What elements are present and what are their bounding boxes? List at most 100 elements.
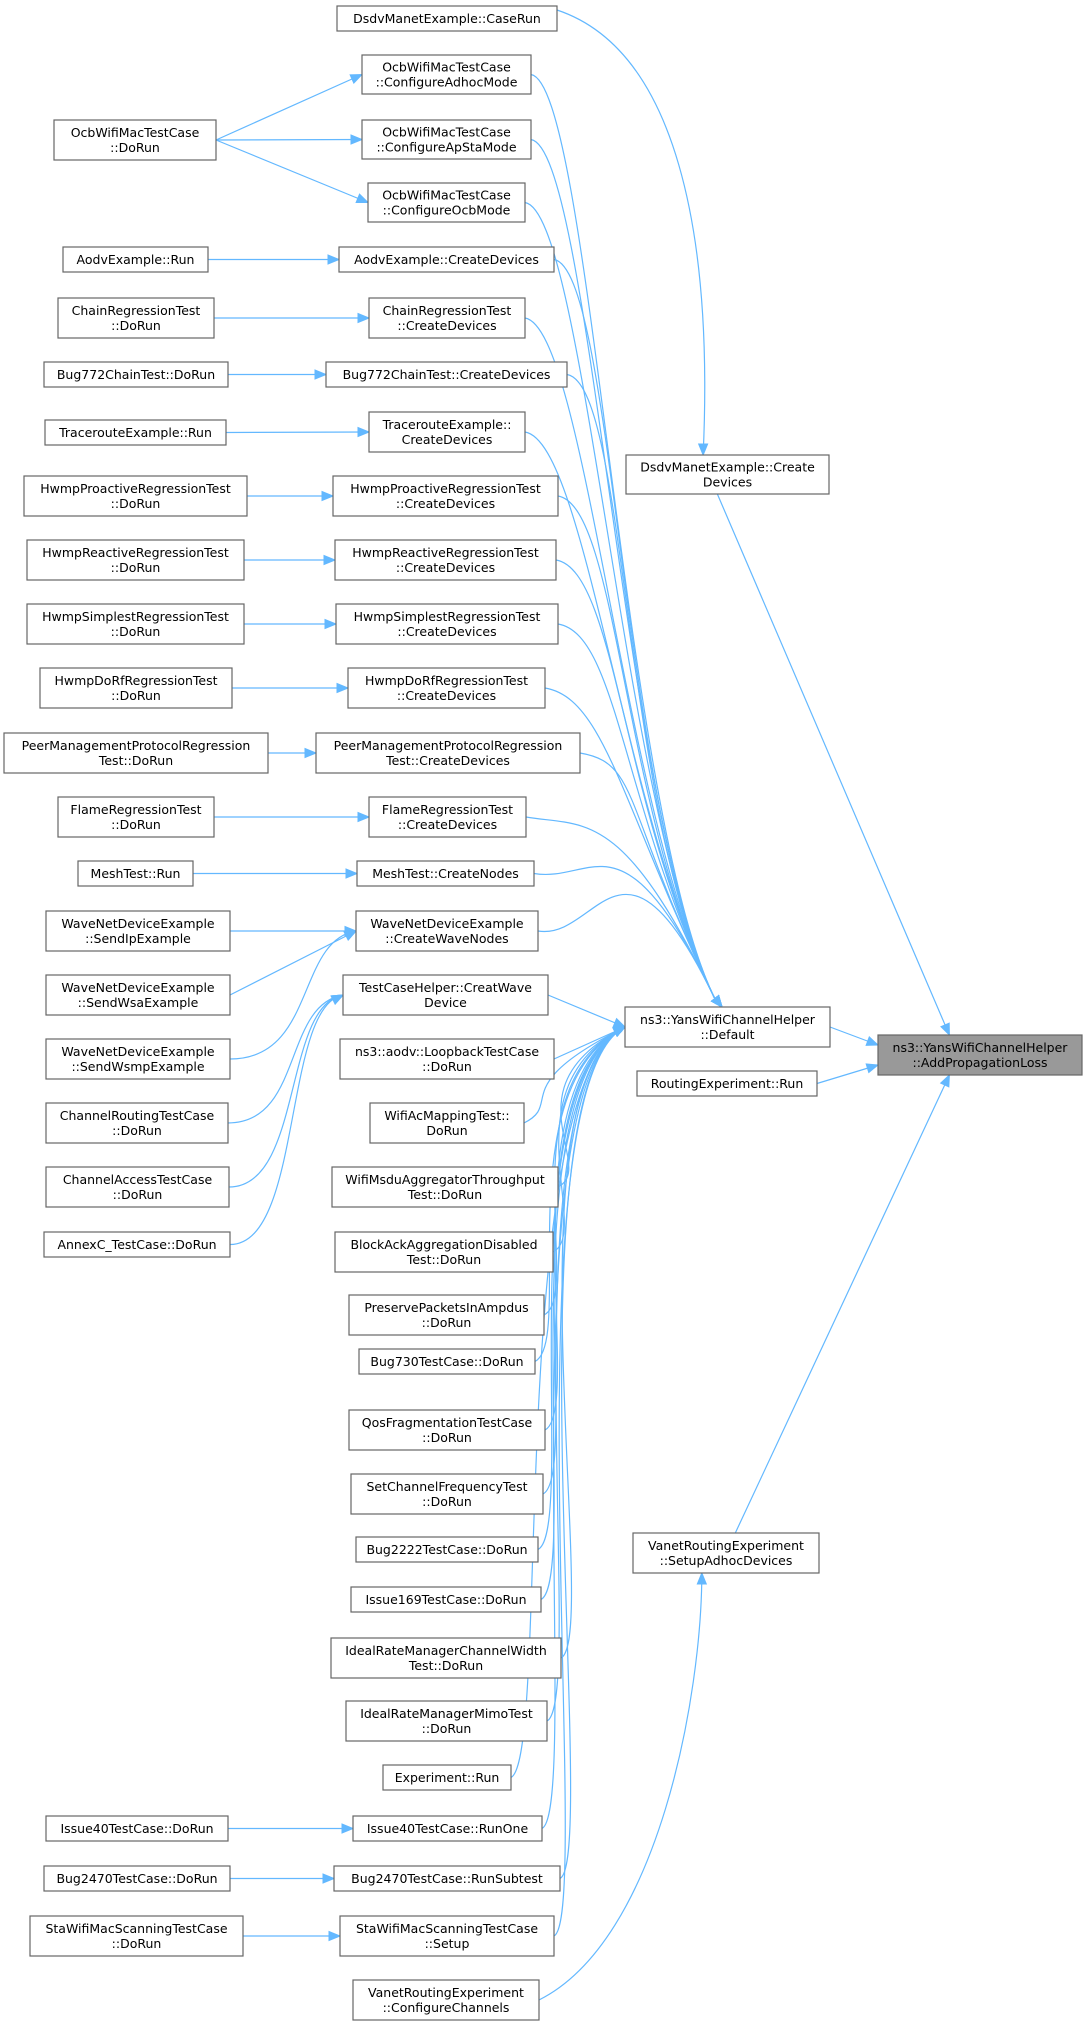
node-label: ::ConfigureApStaMode [376,140,516,155]
node-label: IdealRateManagerChannelWidth [345,1643,547,1658]
call-edge [208,254,341,265]
graph-node[interactable]: TracerouteExample::Run [44,419,227,446]
node-label: WaveNetDeviceExample [61,916,215,931]
node-label: MeshTest::Run [91,866,181,881]
graph-node[interactable]: StaWifiMacScanningTestCase::DoRun [29,1915,244,1957]
graph-node[interactable]: FlameRegressionTest::DoRun [57,796,215,838]
graph-node[interactable]: HwmpProactiveRegressionTest::DoRun [23,475,248,517]
node-label: HwmpDoRfRegressionTest [54,673,217,688]
graph-node[interactable]: Bug730TestCase::DoRun [358,1348,536,1375]
graph-node[interactable]: DsdvManetExample::CreateDevices [625,454,830,495]
target-node[interactable]: ns3::YansWifiChannelHelper::AddPropagati… [877,1034,1083,1076]
graph-node[interactable]: OcbWifiMacTestCase::ConfigureOcbMode [367,182,526,223]
call-edge [229,930,358,1060]
graph-node[interactable]: Bug2470TestCase::DoRun [43,1865,231,1892]
graph-node[interactable]: PreservePacketsInAmpdus::DoRun [348,1294,545,1336]
graph-node[interactable]: HwmpDoRfRegressionTest::CreateDevices [347,667,546,709]
graph-node[interactable]: HwmpReactiveRegressionTest::CreateDevice… [334,539,557,581]
graph-node[interactable]: Bug772ChainTest::CreateDevices [325,361,568,388]
graph-node[interactable]: ChannelRoutingTestCase::DoRun [45,1102,229,1144]
node-label: ::CreateDevices [396,560,495,575]
node-label: OcbWifiMacTestCase [382,125,511,140]
graph-node[interactable]: PeerManagementProtocolRegressionTest::Do… [3,732,269,774]
graph-node[interactable]: AodvExample::Run [62,246,209,273]
node-label: HwmpProactiveRegressionTest [350,481,541,496]
node-label: ::CreateDevices [398,817,497,832]
node-label: HwmpReactiveRegressionTest [352,545,539,560]
node-label: ::DoRun [112,1936,162,1951]
graph-node[interactable]: Issue40TestCase::DoRun [45,1815,229,1842]
node-label: ::DoRun [112,1123,162,1138]
graph-node[interactable]: OcbWifiMacTestCase::ConfigureApStaMode [361,119,532,160]
graph-node[interactable]: Issue169TestCase::DoRun [350,1586,542,1613]
graph-node[interactable]: Bug2470TestCase::RunSubtest [333,1865,561,1892]
node-label: PreservePacketsInAmpdus [364,1300,528,1315]
node-label: ::CreateDevices [397,318,496,333]
graph-node[interactable]: MeshTest::CreateNodes [356,860,535,887]
graph-node[interactable]: WaveNetDeviceExample::SendWsaExample [45,974,231,1016]
graph-node[interactable]: HwmpDoRfRegressionTest::DoRun [39,667,233,709]
call-edge [244,554,337,566]
call-nodes: DsdvManetExample::CaseRunOcbWifiMacTestC… [3,5,1083,2021]
graph-node[interactable]: VanetRoutingExperiment::SetupAdhocDevice… [632,1532,820,1574]
graph-node[interactable]: VanetRoutingExperiment::ConfigureChannel… [352,1979,540,2021]
graph-node[interactable]: PeerManagementProtocolRegressionTest::Cr… [315,732,581,774]
node-label: HwmpSimplestRegressionTest [42,609,229,624]
graph-node[interactable]: HwmpSimplestRegressionTest::CreateDevice… [335,603,559,645]
graph-node[interactable]: OcbWifiMacTestCase::DoRun [53,119,217,161]
graph-node[interactable]: HwmpReactiveRegressionTest::DoRun [26,539,245,581]
call-edge [556,9,709,457]
graph-node[interactable]: AodvExample::CreateDevices [338,246,555,273]
graph-node[interactable]: Bug772ChainTest::DoRun [43,361,229,388]
node-label: SetChannelFrequencyTest [366,1479,527,1494]
graph-node[interactable]: ns3::aodv::LoopbackTestCase::DoRun [339,1038,555,1080]
graph-node[interactable]: TracerouteExample::CreateDevices [368,411,526,453]
node-label: PeerManagementProtocolRegression [22,738,251,753]
node-label: ::DoRun [113,1187,163,1202]
graph-node[interactable]: WifiAcMappingTest::DoRun [369,1102,525,1144]
graph-node[interactable]: RoutingExperiment::Run [636,1070,818,1097]
graph-node[interactable]: MeshTest::Run [77,860,194,887]
graph-node[interactable]: FlameRegressionTest::CreateDevices [368,796,527,838]
node-label: ::SendWsaExample [78,995,199,1010]
node-label: ChainRegressionTest [72,303,201,318]
graph-node[interactable]: OcbWifiMacTestCase::ConfigureAdhocMode [361,54,532,95]
graph-node[interactable]: HwmpProactiveRegressionTest::CreateDevic… [332,475,559,517]
call-edge [230,925,358,937]
node-label: RoutingExperiment::Run [651,1076,804,1091]
graph-node[interactable]: ChainRegressionTest::CreateDevices [368,297,526,339]
node-label: ::DoRun [111,817,161,832]
call-edge [524,317,723,1009]
graph-node[interactable]: ChannelAccessTestCase::DoRun [45,1166,230,1208]
node-label: CreateDevices [402,432,493,447]
node-label: MeshTest::CreateNodes [372,866,519,881]
node-label: HwmpSimplestRegressionTest [354,609,541,624]
graph-node[interactable]: ChainRegressionTest::DoRun [57,297,215,339]
node-label: ::DoRun [422,1721,472,1736]
node-label: WifiMsduAggregatorThroughput [345,1172,545,1187]
graph-node[interactable]: AnnexC_TestCase::DoRun [43,1231,231,1258]
graph-node[interactable]: StaWifiMacScanningTestCase::Setup [339,1915,555,1957]
node-label: VanetRoutingExperiment [368,1985,524,2000]
graph-node[interactable]: WaveNetDeviceExample::SendIpExample [45,910,231,952]
graph-node[interactable]: IdealRateManagerMimoTest::DoRun [345,1700,548,1742]
graph-node[interactable]: Issue40TestCase::RunOne [352,1815,543,1842]
graph-node[interactable]: SetChannelFrequencyTest::DoRun [350,1473,544,1515]
node-label: ChannelAccessTestCase [63,1172,213,1187]
graph-node[interactable]: QosFragmentationTestCase::DoRun [348,1409,546,1451]
graph-node[interactable]: WaveNetDeviceExample::CreateWaveNodes [355,910,539,952]
node-label: ::ConfigureAdhocMode [376,75,518,90]
graph-node[interactable]: DsdvManetExample::CaseRun [336,5,558,32]
graph-node[interactable]: ns3::YansWifiChannelHelper::Default [624,1006,831,1048]
call-edge [214,312,371,324]
graph-node[interactable]: Bug2222TestCase::DoRun [355,1536,539,1563]
graph-node[interactable]: Experiment::Run [382,1764,512,1791]
graph-node[interactable]: WaveNetDeviceExample::SendWsmpExample [45,1038,231,1080]
node-label: ::DoRun [111,624,161,639]
graph-node[interactable]: HwmpSimplestRegressionTest::DoRun [26,603,245,645]
node-label: Bug730TestCase::DoRun [370,1354,523,1369]
